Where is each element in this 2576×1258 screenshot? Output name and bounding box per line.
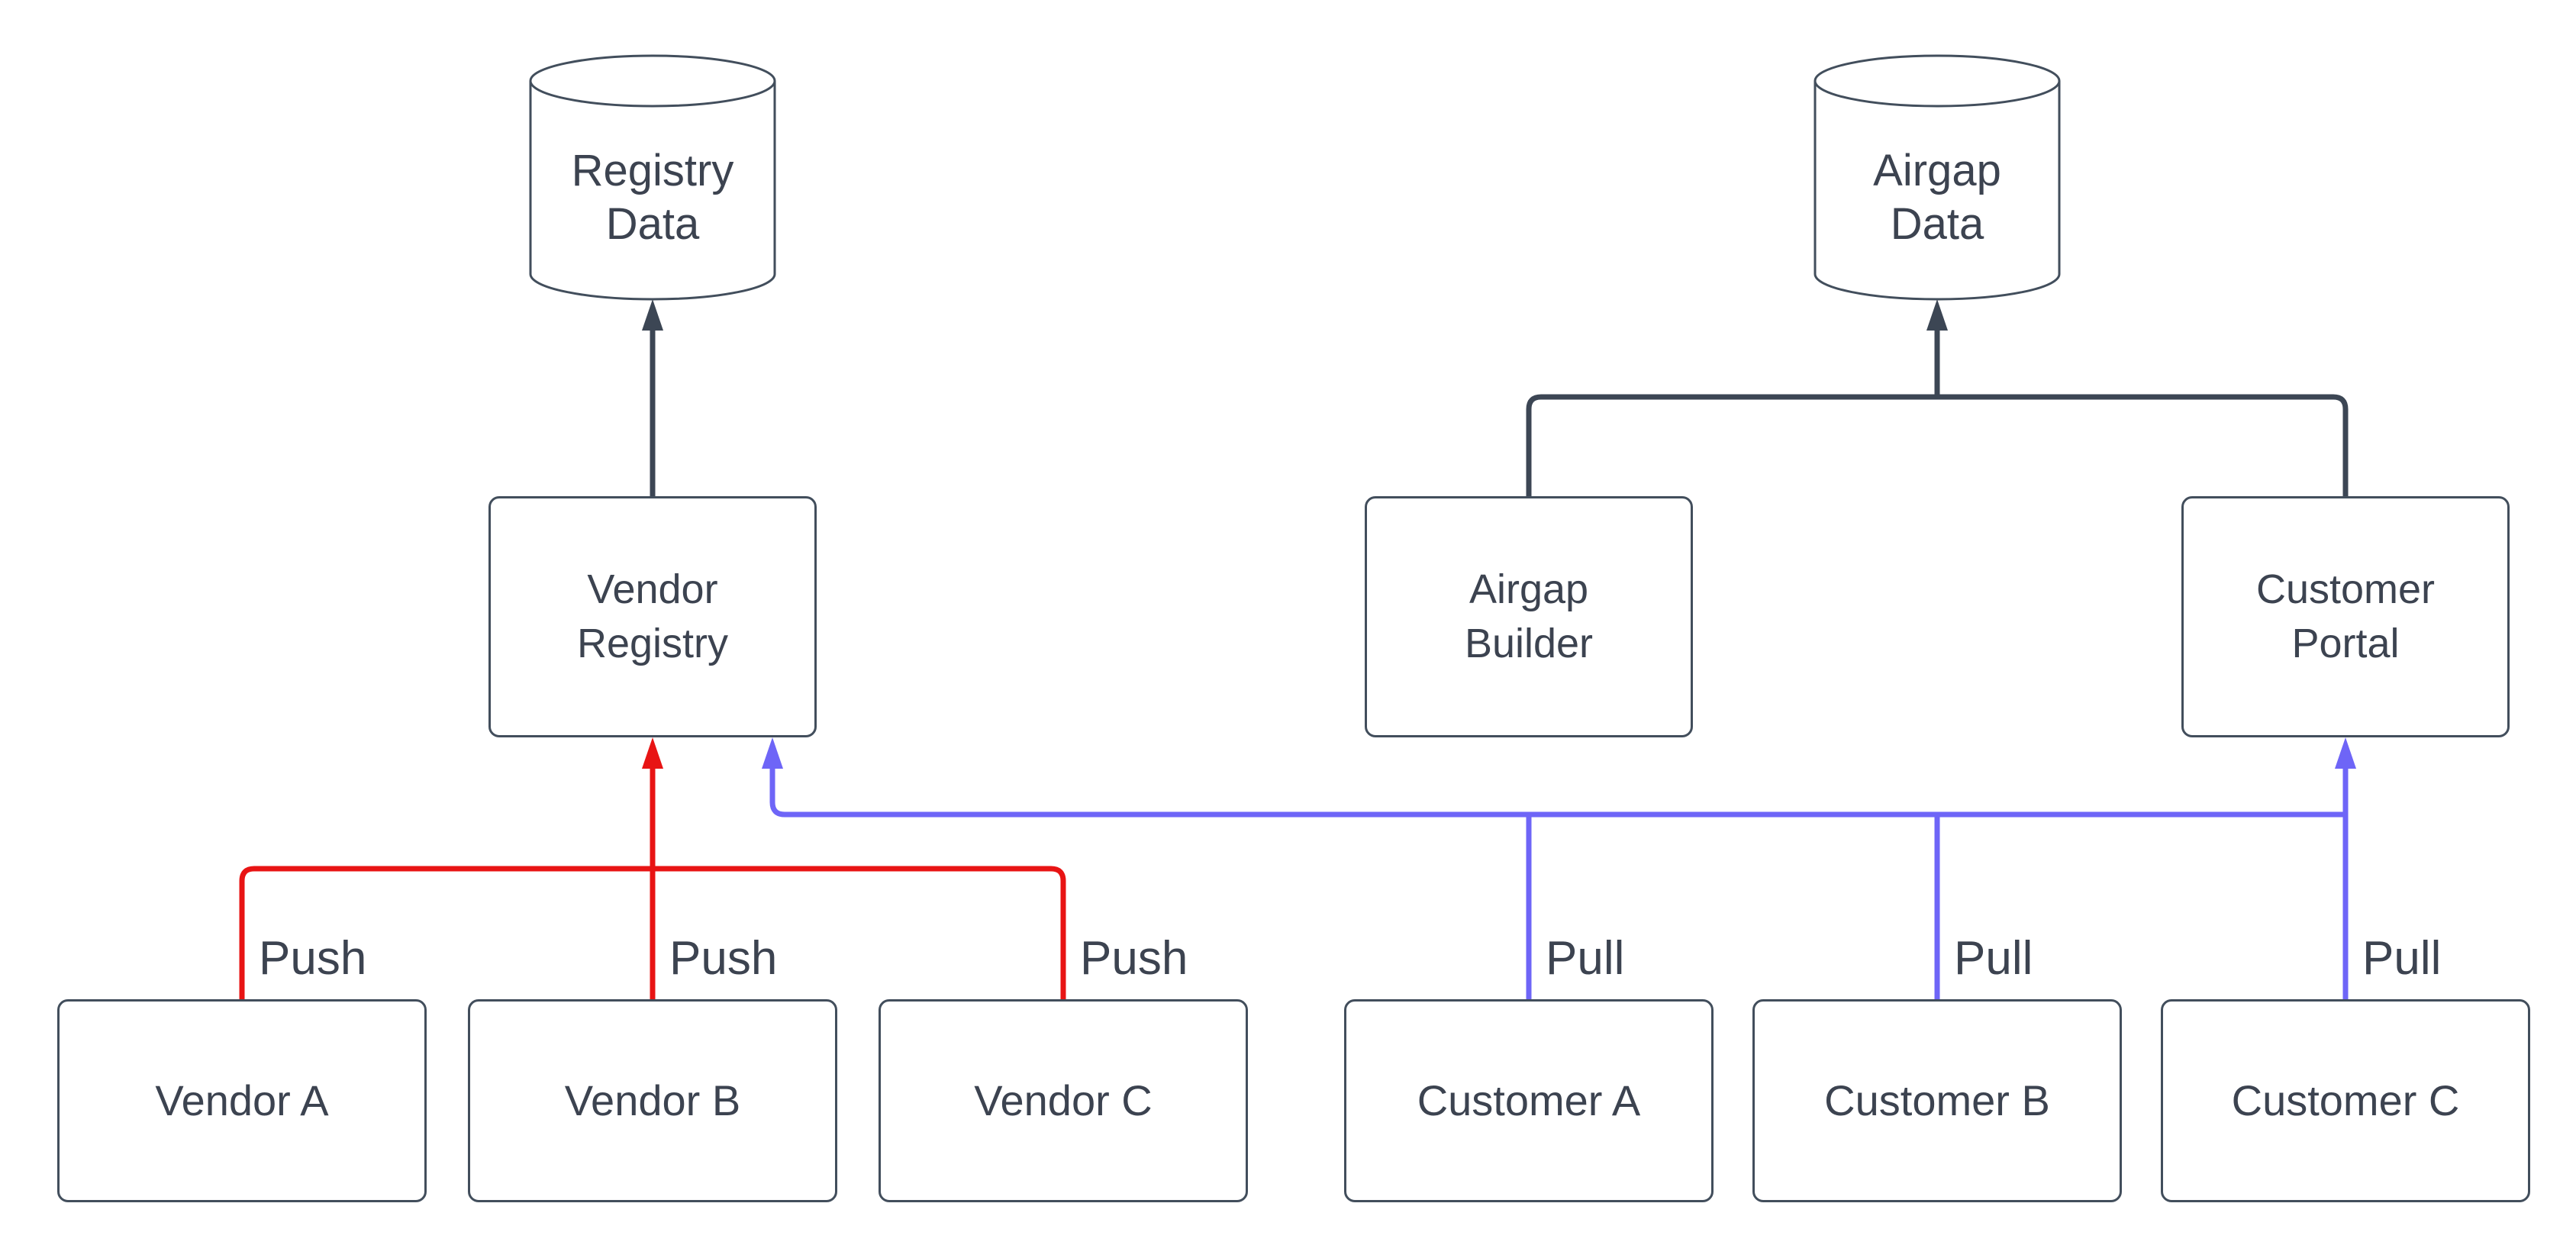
registry-data-cylinder-body [529, 81, 776, 301]
airgap-data-cylinder-body [1814, 81, 2061, 301]
node-customer-b: Customer B [1752, 999, 2122, 1202]
arrowhead-airgap-data [1926, 299, 1948, 331]
arrowhead-vendor-registry-push [642, 737, 663, 769]
edge-label-pull-customer-b: Pull [1954, 932, 2033, 985]
edge-label-pull-customer-a: Pull [1546, 932, 1625, 985]
node-vendor-b: Vendor B [468, 999, 837, 1202]
edge-builder-portal-bus [1526, 394, 2349, 496]
arrowhead-vendor-registry-pull [762, 737, 783, 769]
node-customer-c: Customer C [2161, 999, 2530, 1202]
arrowhead-customer-portal-pull [2335, 737, 2356, 769]
registry-data-cylinder [529, 54, 776, 301]
node-vendor-c: Vendor C [879, 999, 1248, 1202]
node-customer-portal: Customer Portal [2181, 496, 2510, 737]
registry-data-cylinder-top [529, 54, 776, 108]
node-vendor-registry: Vendor Registry [488, 496, 817, 737]
node-vendor-a: Vendor A [57, 999, 427, 1202]
edge-pull-bus-to-vendor-registry [769, 766, 2345, 818]
arrowhead-registry-data [642, 299, 663, 331]
airgap-data-cylinder-top [1814, 54, 2061, 108]
edge-label-push-vendor-c: Push [1080, 932, 1188, 985]
airgap-data-cylinder [1814, 54, 2061, 301]
node-airgap-builder: Airgap Builder [1365, 496, 1693, 737]
edge-label-push-vendor-a: Push [259, 932, 367, 985]
edge-label-pull-customer-c: Pull [2362, 932, 2442, 985]
edge-label-push-vendor-b: Push [669, 932, 778, 985]
node-customer-a: Customer A [1344, 999, 1714, 1202]
